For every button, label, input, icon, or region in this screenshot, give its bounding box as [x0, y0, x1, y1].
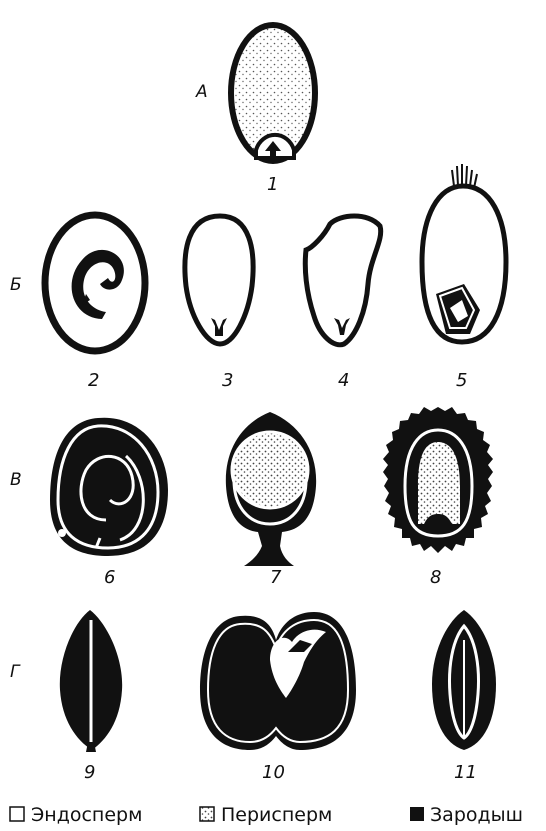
seed-number-3: 3	[222, 370, 233, 391]
seed-10	[200, 612, 356, 750]
legend-label-embryo: Зародыш	[430, 804, 523, 826]
seed-3	[185, 216, 253, 344]
seed-number-11: 11	[454, 762, 477, 783]
seed-number-8: 8	[430, 567, 441, 588]
legend: Эндосперм Перисперм Зародыш	[10, 804, 523, 826]
seed-6	[50, 418, 168, 556]
row-label-a: А	[195, 82, 208, 102]
seed-8	[383, 407, 493, 553]
endosperm-swatch	[10, 807, 24, 821]
seed-number-10: 10	[262, 762, 285, 783]
legend-item-embryo: Зародыш	[410, 804, 523, 826]
seed-number-1: 1	[267, 174, 278, 195]
seed-2	[45, 215, 145, 351]
seed-9	[60, 610, 122, 752]
seed-number-5: 5	[456, 370, 467, 391]
row-label-b: Б	[10, 275, 22, 295]
row-label-d: Г	[10, 662, 21, 682]
seed-7	[226, 412, 316, 566]
seed-number-9: 9	[84, 762, 95, 783]
legend-label-perisperm: Перисперм	[221, 804, 332, 826]
seed-5	[422, 164, 506, 342]
seed-number-4: 4	[338, 370, 349, 391]
legend-item-endosperm: Эндосперм	[10, 804, 142, 826]
legend-item-perisperm: Перисперм	[200, 804, 332, 826]
seed-number-6: 6	[104, 567, 115, 588]
seed-number-7: 7	[270, 567, 282, 588]
seed-4	[305, 216, 380, 345]
row-label-c: В	[10, 470, 22, 490]
embryo-swatch	[410, 807, 424, 821]
seed-11	[432, 610, 496, 750]
seed-number-2: 2	[88, 370, 99, 391]
legend-label-endosperm: Эндосперм	[31, 804, 142, 826]
seed-1	[231, 25, 315, 161]
perisperm-swatch	[200, 807, 214, 821]
